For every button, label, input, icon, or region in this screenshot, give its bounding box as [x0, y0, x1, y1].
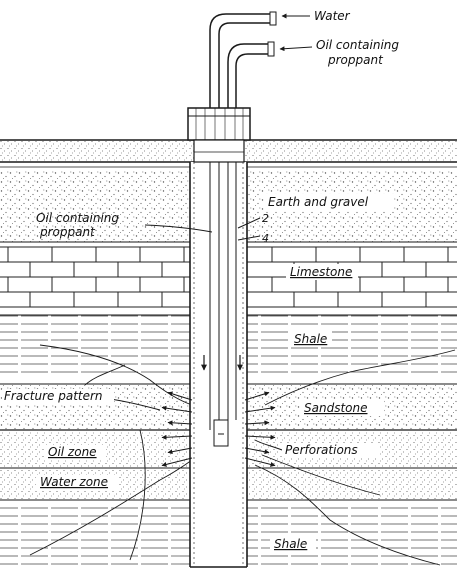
label-earth-gravel: Earth and gravel	[268, 195, 369, 209]
flow-arrow	[244, 420, 270, 426]
labels: Water Oil containing proppant Oil contai…	[2, 9, 399, 551]
label-perforations: Perforations	[285, 443, 358, 457]
label-limestone: Limestone	[290, 265, 352, 279]
water-inlet-pipe	[209, 11, 277, 108]
oil-proppant-inlet-pipe	[227, 41, 275, 108]
flow-arrow	[244, 434, 276, 440]
flow-arrows	[161, 391, 276, 467]
flow-arrow	[244, 405, 276, 413]
label-oil-proppant-left-line1: Oil containing	[36, 211, 119, 225]
label-fracture-pattern: Fracture pattern	[4, 389, 103, 403]
label-oil-zone: Oil zone	[48, 445, 97, 459]
flow-arrow	[167, 447, 193, 455]
label-oil-proppant-left-line2: proppant	[39, 225, 96, 239]
label-pipe-4: 4	[262, 232, 269, 245]
label-shale-upper: Shale	[294, 332, 327, 346]
flow-arrow	[167, 391, 193, 401]
fracture-lines	[29, 344, 456, 566]
flow-arrow	[244, 447, 270, 455]
flow-arrow	[244, 457, 276, 467]
label-oil-proppant-top-line1: Oil containing	[316, 38, 399, 52]
flow-arrow	[244, 391, 270, 401]
label-water-zone: Water zone	[40, 475, 108, 489]
inner-tubing	[201, 162, 243, 447]
flow-arrow	[161, 405, 193, 413]
label-shale-lower: Shale	[274, 537, 307, 551]
label-pipe-2: 2	[262, 212, 269, 225]
flow-arrow	[161, 434, 193, 440]
wellhead	[187, 107, 251, 163]
flow-arrow	[167, 420, 193, 426]
label-water: Water	[314, 9, 351, 23]
label-sandstone: Sandstone	[304, 401, 367, 415]
label-oil-proppant-top-line2: proppant	[327, 53, 384, 67]
flow-arrow	[161, 457, 193, 467]
